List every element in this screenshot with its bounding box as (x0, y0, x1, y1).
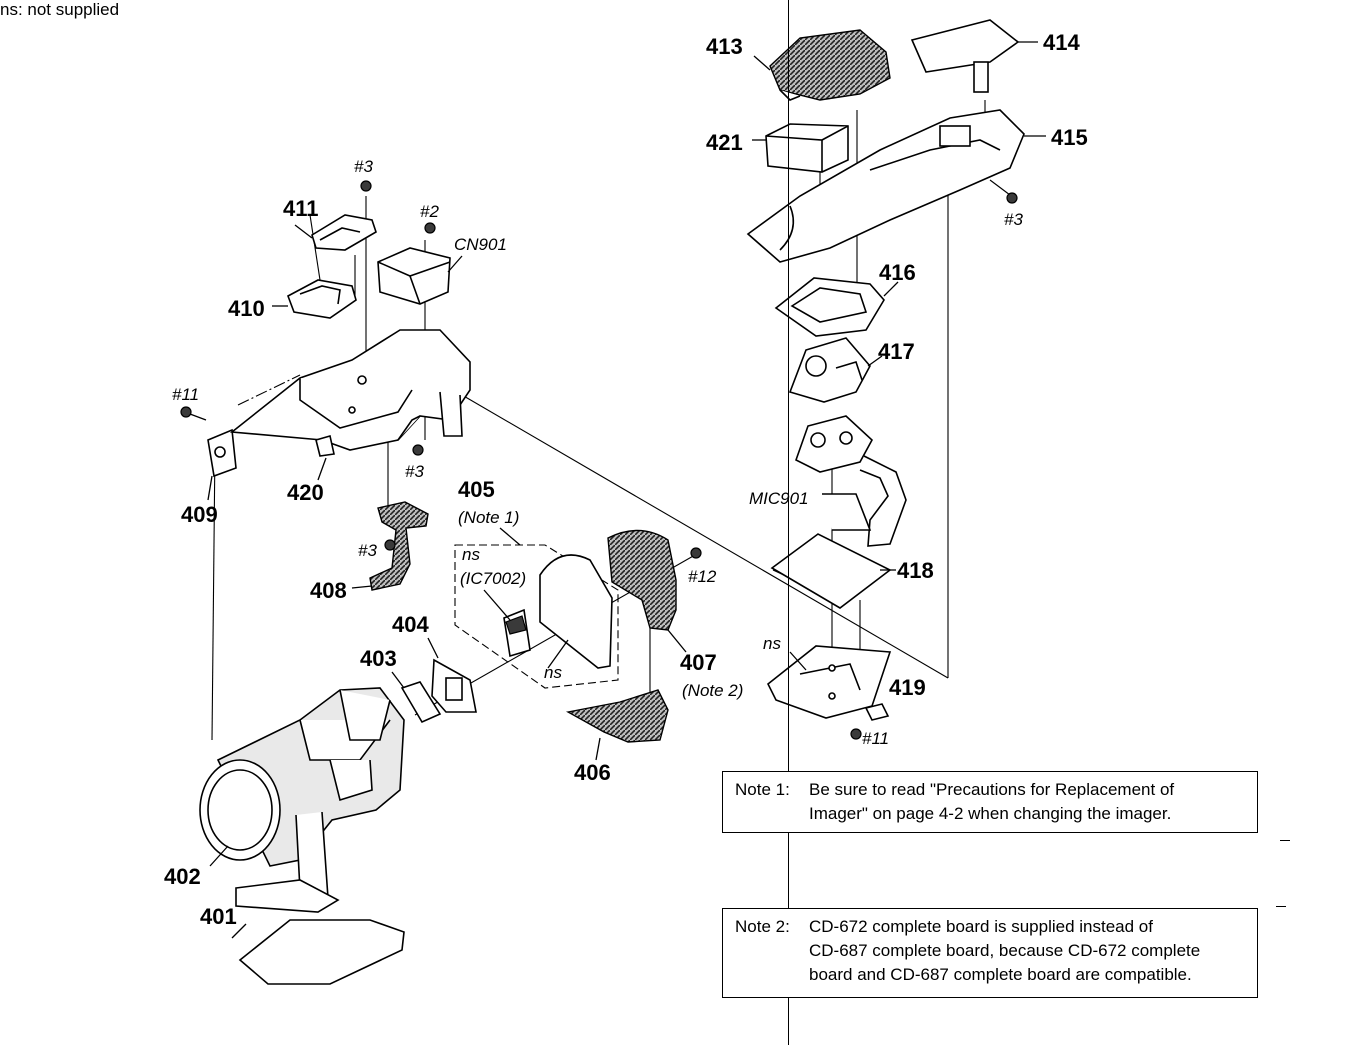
part-403-filter (391, 671, 442, 724)
label-screw-2: #2 (420, 202, 439, 221)
note-2-line: board and CD-687 complete board are comp… (809, 965, 1192, 984)
screw-11-left (180, 406, 207, 421)
label-404: 404 (392, 612, 429, 637)
label-403: 403 (360, 646, 397, 671)
label-421: 421 (706, 130, 743, 155)
part-408-flex-cable (351, 501, 429, 591)
note-2-box: Note 2: CD-672 complete board is supplie… (722, 908, 1258, 998)
screw-3-top (360, 180, 372, 192)
label-419: 419 (889, 675, 926, 700)
label-405: 405 (458, 477, 495, 502)
label-407: 407 (680, 650, 717, 675)
margin-tick (1276, 906, 1286, 907)
label-screw-3-top: #3 (354, 157, 373, 176)
part-421-battery (752, 123, 849, 173)
label-410: 410 (228, 296, 265, 321)
label-screw-3-right: #3 (1004, 210, 1023, 229)
label-screw-3-mid: #3 (405, 462, 424, 481)
part-413-top-cover (753, 29, 891, 101)
screw-3-right (1006, 192, 1018, 204)
part-406-board (565, 689, 669, 761)
label-screw-12: #12 (688, 567, 717, 586)
label-420: 420 (287, 480, 324, 505)
part-mic901 (795, 415, 907, 547)
part-cn901-connector (377, 247, 463, 305)
label-ns-plate: ns (544, 663, 562, 682)
part-415-top-frame (746, 109, 1046, 263)
label-409: 409 (181, 502, 218, 527)
label-402: 402 (164, 864, 201, 889)
part-418-sheet (770, 533, 896, 609)
label-screw-11-right: #11 (862, 729, 889, 748)
part-417-mic-cover (788, 337, 883, 403)
label-ic7002: (IC7002) (460, 569, 526, 588)
label-note1-ref: (Note 1) (458, 508, 519, 527)
note-2-head: Note 2: (735, 917, 790, 936)
label-note2-ref: (Note 2) (682, 681, 743, 700)
note-1-head: Note 1: (735, 780, 790, 799)
label-ns-imager: ns (462, 545, 480, 564)
part-409-bracket (207, 428, 237, 501)
screw-3-mid (412, 444, 424, 456)
label-411: 411 (283, 196, 319, 221)
screw-11-right (850, 728, 862, 740)
label-ns-board: ns (763, 634, 781, 653)
part-420-frame (229, 329, 471, 481)
screw-2 (424, 222, 436, 234)
page-fold-line (788, 0, 789, 1045)
screw-12 (690, 547, 702, 559)
label-418: 418 (897, 558, 934, 583)
note-1-line: Be sure to read "Precautions for Replace… (809, 780, 1175, 799)
label-416: 416 (879, 260, 916, 285)
label-413: 413 (706, 34, 743, 59)
margin-tick (1280, 840, 1290, 841)
label-408: 408 (310, 578, 347, 603)
screw-3-flex (384, 539, 396, 551)
note-2-line: CD-672 complete board is supplied instea… (809, 917, 1153, 936)
label-screw-11-left: #11 (172, 385, 199, 404)
note-1-box: Note 1: Be sure to read "Precautions for… (722, 771, 1258, 833)
part-414-lid (910, 19, 1038, 93)
note-1-body: Be sure to read "Precautions for Replace… (809, 778, 1247, 826)
part-410-bracket (272, 279, 357, 319)
part-402-lens-block (199, 687, 405, 900)
note-2-line: CD-687 complete board, because CD-672 co… (809, 941, 1201, 960)
part-419-spacer (864, 703, 890, 721)
label-406: 406 (574, 760, 611, 785)
label-414: 414 (1043, 30, 1080, 55)
label-415: 415 (1051, 125, 1088, 150)
part-407-board (607, 529, 687, 653)
note-1-line: Imager" on page 4-2 when changing the im… (809, 804, 1172, 823)
part-cd-board-ns (766, 645, 892, 719)
label-screw-3-flex: #3 (358, 541, 377, 560)
part-405-imager-block (454, 527, 619, 689)
part-416-frame (774, 277, 899, 337)
label-mic901: MIC901 (749, 489, 809, 508)
label-401: 401 (200, 904, 237, 929)
label-cn901: CN901 (454, 235, 507, 254)
part-411-clip (294, 214, 377, 251)
ns-legend: ns: not supplied (0, 0, 120, 19)
note-2-body: CD-672 complete board is supplied instea… (809, 915, 1247, 987)
part-404-holder (427, 637, 477, 713)
part-401-sheet (231, 879, 405, 985)
label-417: 417 (878, 339, 915, 364)
